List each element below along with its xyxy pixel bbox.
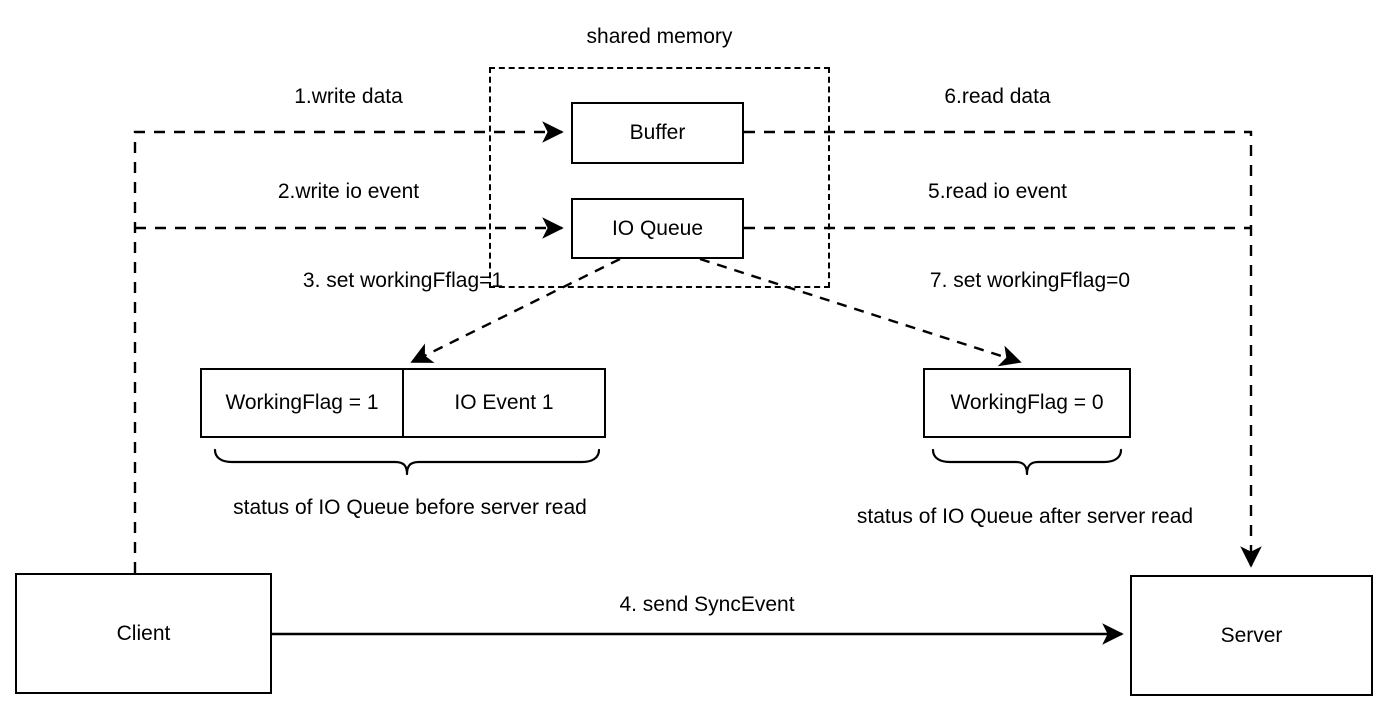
- brace-right: [931, 448, 1123, 476]
- buffer-label: Buffer: [629, 121, 686, 145]
- working-flag-1-cell: WorkingFlag = 1: [225, 391, 379, 415]
- edge-label-write-data: 1.write data: [294, 85, 403, 108]
- io-queue-status-before-box[interactable]: WorkingFlag = 1 IO Event 1: [200, 368, 606, 438]
- buffer-box[interactable]: Buffer: [571, 102, 744, 164]
- brace-left-caption: status of IO Queue before server read: [233, 496, 587, 519]
- io-event-1-cell: IO Event 1: [402, 370, 604, 436]
- server-label: Server: [1220, 623, 1283, 647]
- edge-label-read-data: 6.read data: [944, 85, 1051, 108]
- server-box[interactable]: Server: [1130, 575, 1373, 696]
- client-box[interactable]: Client: [15, 573, 272, 694]
- client-label: Client: [116, 621, 171, 645]
- io-queue-box[interactable]: IO Queue: [571, 198, 744, 259]
- edge-label-read-io-event: 5.read io event: [928, 180, 1067, 203]
- io-queue-label: IO Queue: [611, 216, 704, 240]
- edge-label-write-io-event: 2.write io event: [277, 180, 420, 203]
- brace-right-caption: status of IO Queue after server read: [856, 505, 1194, 528]
- shared-memory-label: shared memory: [586, 25, 733, 48]
- edge-label-set-workingflag-1: 3. set workingFflag=1: [302, 269, 504, 292]
- working-flag-0-label: WorkingFlag = 0: [950, 391, 1104, 415]
- edge-label-send-syncevent: 4. send SyncEvent: [619, 593, 795, 616]
- brace-left: [213, 448, 601, 476]
- io-queue-status-after-box[interactable]: WorkingFlag = 0: [923, 368, 1131, 438]
- edge-label-set-workingflag-0: 7. set workingFflag=0: [929, 269, 1131, 292]
